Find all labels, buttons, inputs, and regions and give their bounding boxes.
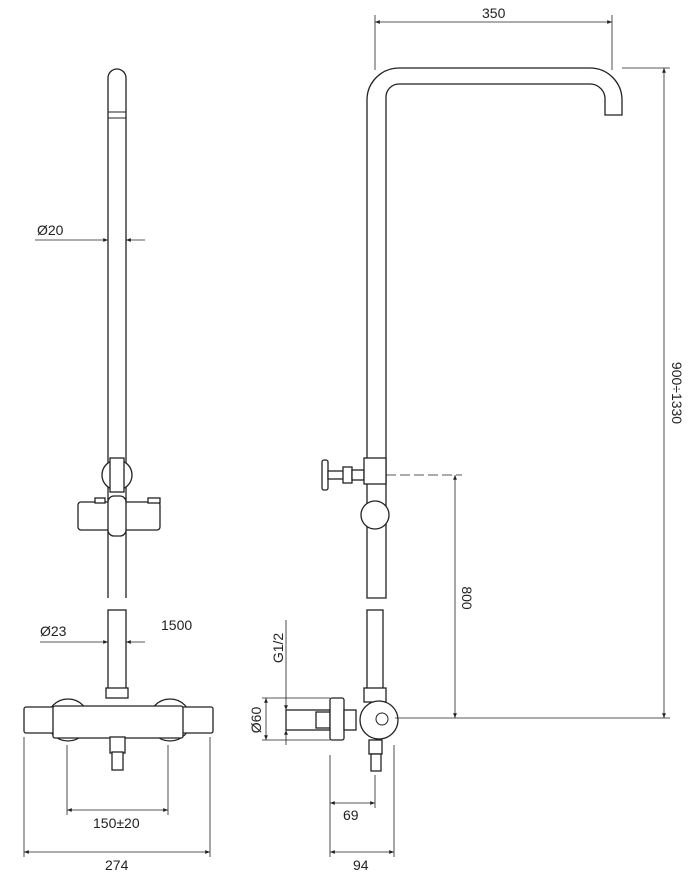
total-depth-label: 94 [353, 857, 369, 873]
rod-diameter-label: Ø20 [37, 222, 64, 238]
holder-knob [360, 500, 390, 530]
hose-length-label: 1500 [161, 617, 192, 633]
front-view: Ø20 Ø23 1500 150±20 274 [23, 68, 214, 873]
wall-plate [329, 697, 345, 741]
plate-diameter-label: Ø60 [248, 707, 264, 734]
lower-pipe [107, 609, 127, 691]
valve-handle [321, 459, 329, 491]
shower-arm [366, 67, 623, 599]
inlet-spacing-label: 150±20 [93, 815, 140, 831]
side-view: 350 900÷1330 800 G1/2 Ø60 69 94 [248, 5, 685, 873]
outlet-depth-label: 69 [343, 807, 359, 823]
pipe-diameter-label: Ø23 [40, 623, 67, 639]
outlet-height-label: 800 [459, 586, 475, 610]
arm-width-label: 350 [482, 5, 506, 21]
mixer-width-label: 274 [105, 857, 129, 873]
thread-label: G1/2 [270, 633, 286, 664]
mixer-knob [359, 700, 399, 740]
total-height-label: 900÷1330 [669, 362, 685, 424]
